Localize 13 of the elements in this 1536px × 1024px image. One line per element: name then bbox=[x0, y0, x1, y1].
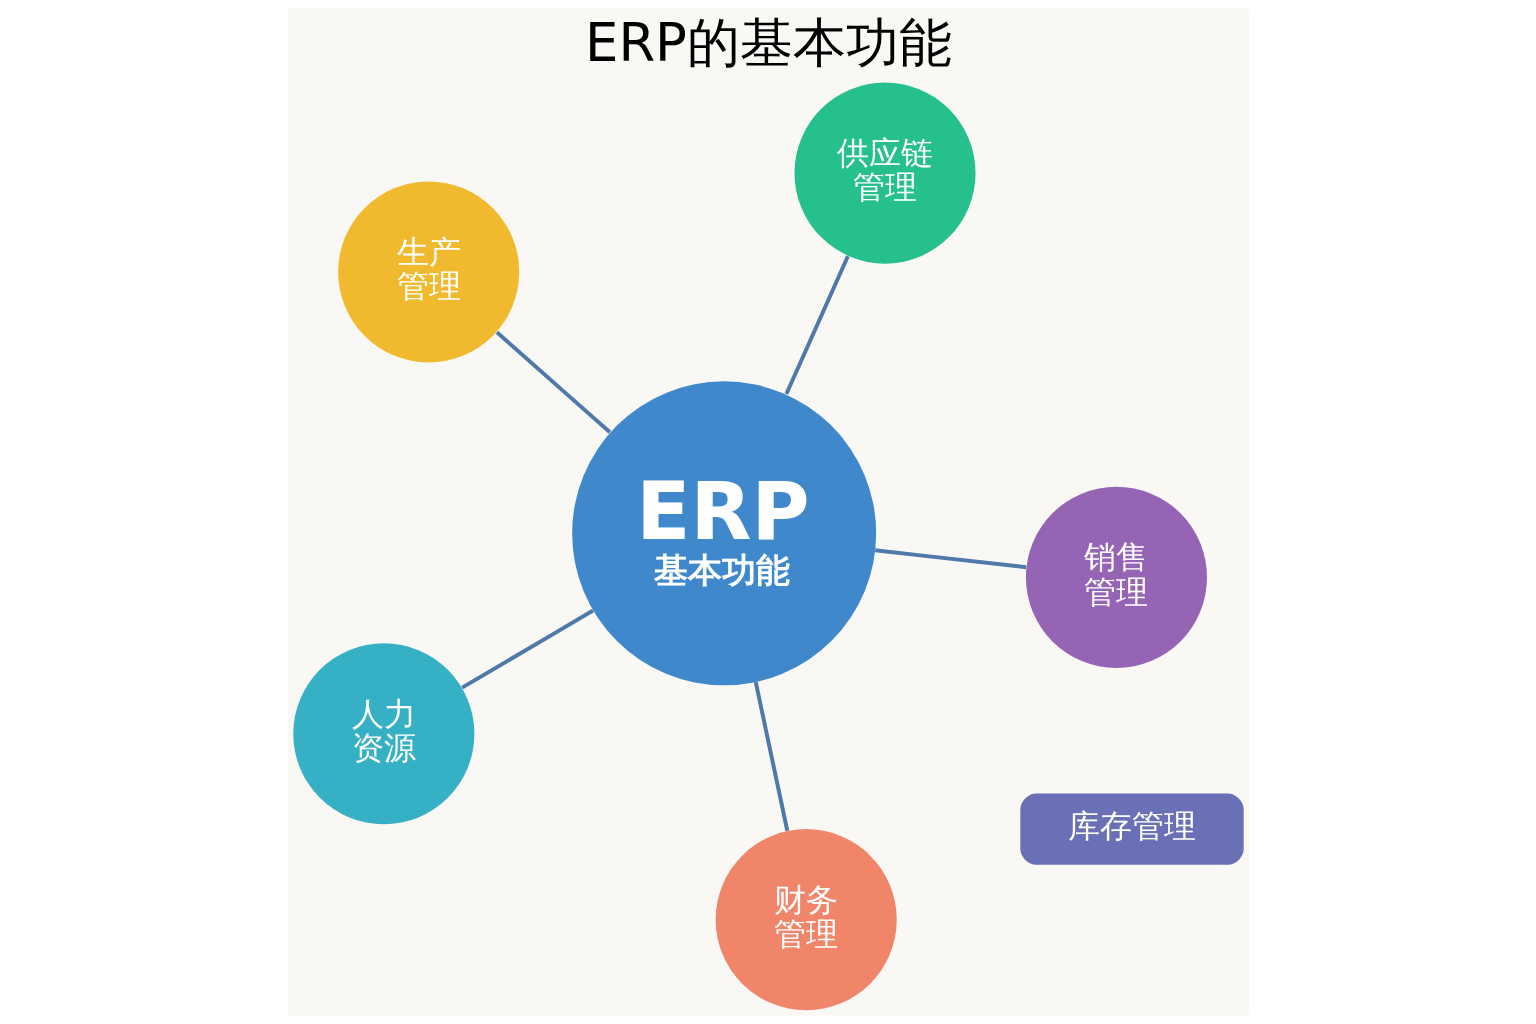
node-circle: 销售管理 bbox=[1025, 486, 1207, 668]
connector bbox=[460, 608, 594, 690]
node-circle: ERP 基本功能 bbox=[571, 381, 876, 686]
connector bbox=[753, 681, 789, 832]
node-circle: 财务管理 bbox=[715, 829, 897, 1011]
node-circle: 人力资源 bbox=[292, 643, 474, 825]
connector bbox=[495, 330, 611, 434]
connector bbox=[874, 548, 1026, 570]
node-circle: 生产管理 bbox=[337, 181, 519, 363]
connector bbox=[784, 255, 850, 395]
node-circle: 供应链管理 bbox=[793, 82, 976, 264]
node-box: 库存管理 bbox=[1019, 793, 1244, 865]
diagram-title: ERP的基本功能 bbox=[584, 12, 952, 74]
